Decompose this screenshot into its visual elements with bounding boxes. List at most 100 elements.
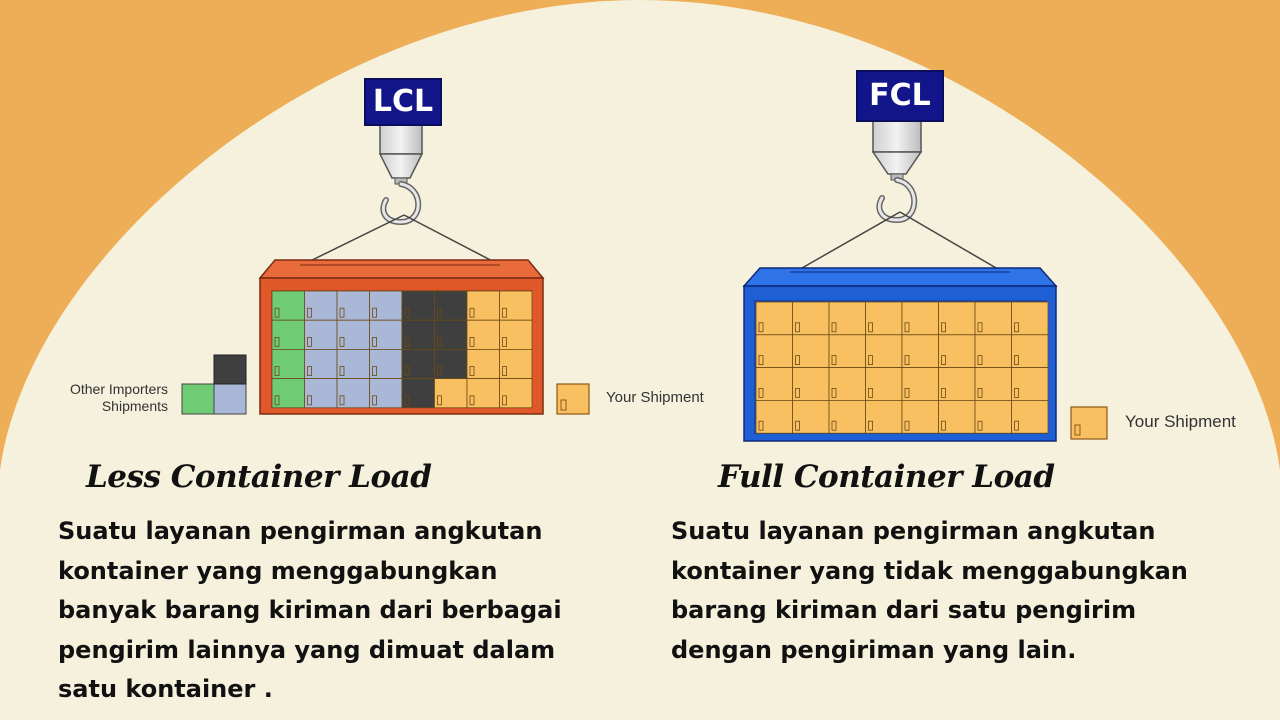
fcl-box-label-tag xyxy=(795,420,800,431)
fcl-box-label-tag xyxy=(941,420,946,431)
lcl-box-label-tag xyxy=(307,366,312,377)
fcl-box xyxy=(974,367,1012,401)
fcl-box xyxy=(974,301,1012,336)
lcl-box xyxy=(401,348,435,379)
your-shipment-label-fcl: Your Shipment xyxy=(1125,412,1236,431)
fcl-box-label-tag xyxy=(977,387,983,398)
fcl-box-label-tag xyxy=(868,322,873,333)
lcl-box-label-tag xyxy=(469,366,475,377)
lcl-box-label-tag xyxy=(307,307,312,318)
lcl-box-label-tag xyxy=(339,395,345,406)
fcl-box-label-tag xyxy=(795,387,800,398)
fcl-box xyxy=(865,399,903,434)
lcl-box-label-tag xyxy=(372,336,377,347)
lcl-box-label-tag xyxy=(307,336,312,347)
fcl-box xyxy=(974,334,1012,368)
fcl-box-label-tag xyxy=(1014,420,1019,431)
lcl-box xyxy=(499,319,533,350)
lcl-box xyxy=(304,348,338,379)
fcl-box-label-tag xyxy=(977,322,983,333)
fcl-box xyxy=(792,301,830,336)
lcl-cargo-boxes xyxy=(271,290,533,409)
fcl-box xyxy=(938,301,976,336)
fcl-box-label-tag xyxy=(941,355,946,366)
lcl-box-label-tag xyxy=(469,336,475,347)
fcl-box-label-tag xyxy=(795,322,800,333)
fcl-box xyxy=(828,334,866,368)
fcl-description: Suatu layanan pengirman angkutan kontain… xyxy=(671,517,1188,664)
lcl-box xyxy=(369,378,403,409)
fcl-box-label-tag xyxy=(758,355,764,366)
fcl-box-label-tag xyxy=(831,387,837,398)
fcl-box xyxy=(828,367,866,401)
lcl-box-label-tag xyxy=(469,395,475,406)
lcl-box xyxy=(304,378,338,409)
lcl-box xyxy=(499,290,533,321)
fcl-box xyxy=(828,399,866,434)
lcl-box-label-tag xyxy=(437,395,442,406)
your-shipment-label-lcl: Your Shipment xyxy=(606,389,704,406)
lcl-box-label-tag xyxy=(339,307,345,318)
lcl-box-label-tag xyxy=(404,307,410,318)
lcl-box-label-tag xyxy=(372,307,377,318)
fcl-box xyxy=(1011,301,1049,336)
fcl-box-label-tag xyxy=(868,387,873,398)
other-importers-label: Other Importers Shipments xyxy=(69,381,168,414)
lcl-box-label-tag xyxy=(274,395,280,406)
fcl-box-label-tag xyxy=(904,420,910,431)
fcl-box-label-tag xyxy=(758,387,764,398)
lcl-box xyxy=(304,290,338,321)
fcl-box xyxy=(1011,399,1049,434)
lcl-box-label-tag xyxy=(502,395,507,406)
fcl-box xyxy=(792,334,830,368)
lcl-box-label-tag xyxy=(339,366,345,377)
lcl-box xyxy=(466,319,500,350)
lcl-box xyxy=(369,319,403,350)
lcl-container xyxy=(258,259,545,415)
fcl-box-label-tag xyxy=(868,420,873,431)
fcl-box xyxy=(1011,367,1049,401)
fcl-box xyxy=(1011,334,1049,368)
fcl-box-label-tag xyxy=(977,420,983,431)
lcl-box xyxy=(271,348,305,379)
lcl-box xyxy=(401,378,435,409)
lcl-box xyxy=(466,378,500,409)
fcl-box xyxy=(901,399,939,434)
fcl-box xyxy=(792,399,830,434)
lcl-box xyxy=(271,378,305,409)
fcl-box-label-tag xyxy=(904,355,910,366)
fcl-box xyxy=(792,367,830,401)
fcl-box xyxy=(901,301,939,336)
lcl-box-label-tag xyxy=(437,336,442,347)
lcl-box xyxy=(434,378,468,409)
lcl-box xyxy=(369,290,403,321)
lcl-box xyxy=(401,319,435,350)
fcl-box xyxy=(901,367,939,401)
lcl-description: Suatu layanan pengirman angkutan kontain… xyxy=(58,517,562,703)
fcl-box-label-tag xyxy=(831,420,837,431)
lcl-crane-label: LCL xyxy=(364,78,442,126)
lcl-box xyxy=(336,348,370,379)
lcl-box-label-tag xyxy=(404,366,410,377)
lcl-heading: Less Container Load xyxy=(86,459,432,495)
lcl-box xyxy=(336,290,370,321)
fcl-box-label-tag xyxy=(831,322,837,333)
your-shipment-box-fcl xyxy=(1070,406,1108,440)
lcl-box xyxy=(369,348,403,379)
fcl-box xyxy=(755,334,793,368)
fcl-box-label-tag xyxy=(868,355,873,366)
fcl-box xyxy=(865,367,903,401)
your-shipment-box-lcl xyxy=(556,383,590,415)
fcl-cargo-boxes xyxy=(755,301,1049,434)
lcl-box xyxy=(499,348,533,379)
lcl-box xyxy=(466,290,500,321)
lcl-box xyxy=(336,378,370,409)
fcl-box xyxy=(938,334,976,368)
lcl-box-label-tag xyxy=(437,366,442,377)
lcl-box xyxy=(434,348,468,379)
lcl-box-label-tag xyxy=(502,336,507,347)
fcl-box-label-tag xyxy=(1014,355,1019,366)
fcl-container xyxy=(742,267,1058,442)
lcl-box xyxy=(466,348,500,379)
